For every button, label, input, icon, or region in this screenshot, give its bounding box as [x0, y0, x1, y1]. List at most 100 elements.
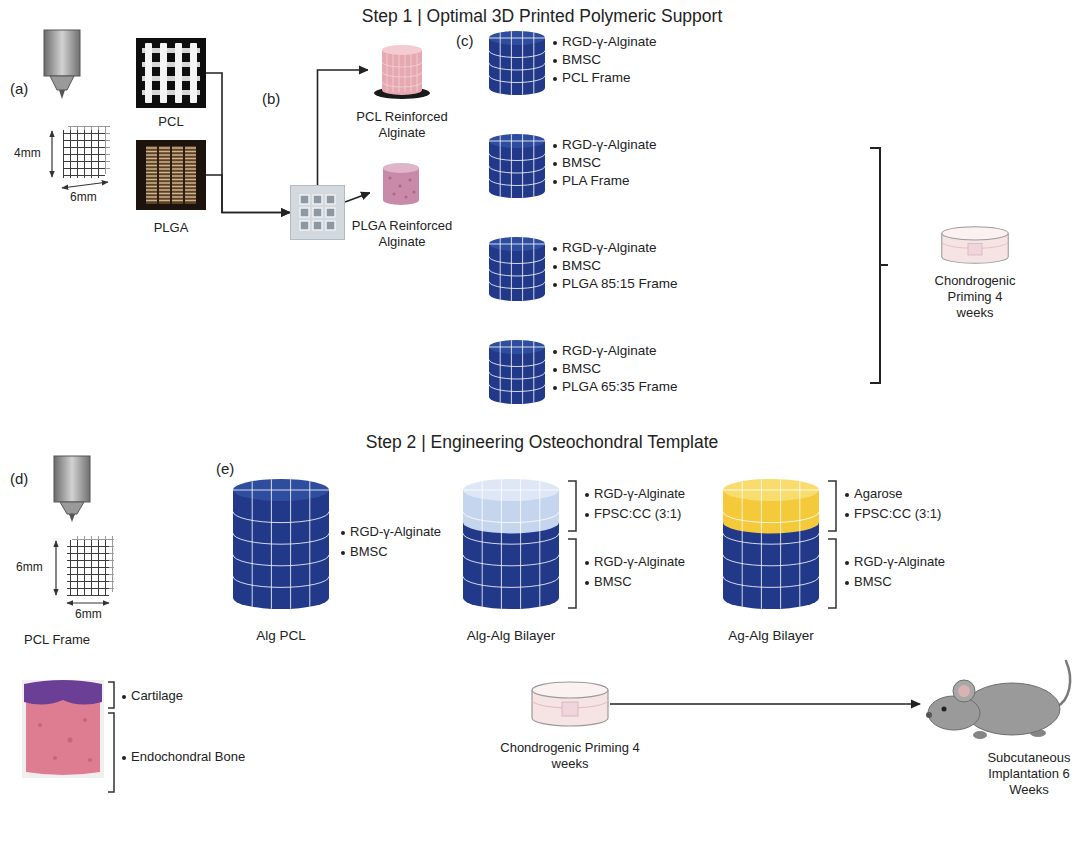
printed-grid	[63, 126, 110, 178]
dimension-label: 6mm	[16, 560, 43, 574]
shape-outline	[530, 680, 610, 728]
bullet-dot	[553, 265, 557, 269]
node-caption: Chondrogenic Priming 4 weeks	[929, 273, 1021, 321]
node-caption: Ag-Alg Bilayer	[722, 628, 820, 644]
layer-bracket	[828, 481, 836, 608]
bullet-text: RGD-γ-Alginate	[562, 137, 657, 153]
bullet-dot	[553, 41, 557, 45]
osteochondral-photo	[22, 680, 104, 778]
culture-dish: Chondrogenic Priming 4 weeks	[495, 680, 645, 780]
bullet-dot	[122, 695, 126, 699]
bullet-text: Agarose	[854, 486, 902, 502]
shape-outline	[488, 30, 546, 96]
bullet-dot	[341, 551, 345, 555]
scaffold-photo: PCL	[135, 38, 209, 138]
cylinder-construct: RGD-γ-AlginateBMSC PLA Frame	[488, 133, 698, 201]
part-label: PCL Frame	[24, 632, 90, 648]
bullet-dot	[845, 561, 849, 565]
bullet-dot	[585, 493, 589, 497]
bullet-text: BMSC	[562, 258, 601, 274]
bullet-dot	[553, 162, 557, 166]
dimension-arrow	[67, 602, 109, 603]
arrow-connector	[206, 73, 290, 213]
bullet-text: BMSC	[562, 52, 601, 68]
panel-letter: (c)	[456, 32, 474, 50]
bullet-text: PLGA 65:35 Frame	[562, 379, 678, 395]
shape-outline	[488, 133, 546, 199]
shape-outline	[232, 478, 330, 610]
layer-bracket	[108, 682, 114, 792]
node-caption: PCL	[135, 114, 207, 130]
dimension-label: 4mm	[14, 146, 41, 160]
bullet-dot	[585, 513, 589, 517]
shape-outline	[368, 36, 436, 104]
bullet-dot	[553, 180, 557, 184]
panel-letter: (d)	[10, 470, 28, 488]
shape-outline	[136, 140, 206, 210]
group-bracket	[870, 148, 888, 383]
node-caption: Subcutaneous Implantation 6 Weeks	[985, 750, 1073, 798]
node-caption: PCL Reinforced Alginate	[350, 109, 454, 141]
shape-outline	[488, 236, 546, 302]
bullet-text: FPSC:CC (3:1)	[854, 506, 941, 522]
shape-outline	[136, 38, 206, 108]
cylinder-construct: RGD-γ-AlginateBMSCPLGA 85:15 Frame	[488, 236, 698, 304]
bullet-dot	[553, 247, 557, 251]
bullet-dot	[553, 386, 557, 390]
shape-outline	[290, 185, 345, 240]
bullet-text: RGD-γ-Alginate	[594, 554, 685, 570]
bullet-text: FPSC:CC (3:1)	[594, 506, 681, 522]
node-caption: (b)	[262, 90, 280, 108]
culture-dish: Chondrogenic Priming 4 weeks	[925, 225, 1025, 330]
bullet-dot	[553, 283, 557, 287]
node-caption: PLGA	[135, 220, 207, 236]
shape-outline	[370, 150, 432, 212]
cylinder-construct: Alg PCLRGD-γ-AlginateBMSC	[232, 478, 444, 647]
bullet-text: PLA Frame	[562, 173, 630, 189]
shape-outline	[462, 478, 560, 610]
arrow-connector	[206, 175, 290, 213]
shape-outline	[920, 655, 1075, 745]
layer-bracket	[568, 481, 576, 608]
bullet-dot	[553, 77, 557, 81]
node-caption: Chondrogenic Priming 4 weeks	[500, 740, 640, 772]
dimension-arrow	[62, 182, 108, 188]
printed-grid	[67, 536, 114, 596]
shape-outline	[940, 225, 1010, 265]
bullet-dot	[122, 756, 126, 760]
bullet-dot	[553, 144, 557, 148]
layer-label: Endochondral Bone	[131, 749, 245, 765]
bullet-text: RGD-γ-Alginate	[562, 343, 657, 359]
bullet-dot	[341, 531, 345, 535]
bullet-text: BMSC	[562, 155, 601, 171]
dimension-arrow	[55, 541, 56, 595]
section-heading: Step 1 | Optimal 3D Printed Polymeric Su…	[0, 6, 1084, 27]
shape-outline	[488, 339, 546, 405]
layer-label: Cartilage	[131, 688, 183, 704]
bullet-text: BMSC	[594, 574, 632, 590]
construct-photo: PCL Reinforced Alginate	[350, 36, 456, 144]
panel-letter: (a)	[10, 80, 28, 98]
bullet-dot	[553, 368, 557, 372]
arrow-connector	[345, 193, 370, 202]
cylinder-construct: RGD-γ-AlginateBMSC PLGA 65:35 Frame	[488, 339, 698, 407]
bullet-dot	[845, 493, 849, 497]
shape-outline	[722, 478, 820, 610]
cylinder-construct: RGD-γ-AlginateBMSCPCL Frame	[488, 30, 698, 98]
node-caption: Alg-Alg Bilayer	[462, 628, 560, 644]
node-caption: PLGA Reinforced Alginate	[345, 218, 459, 250]
printer-head	[44, 30, 80, 99]
arrow-connector	[610, 703, 920, 705]
panel-letter: (e)	[216, 460, 234, 478]
bullet-dot	[585, 581, 589, 585]
bilayer-construct: Ag-Alg BilayerAgaroseFPSC:CC (3:1)RGD-γ-…	[722, 478, 954, 647]
construct-photo: PLGA Reinforced Alginate	[345, 150, 461, 255]
node-caption: Alg PCL	[232, 628, 330, 644]
bullet-dot	[845, 581, 849, 585]
bullet-text: BMSC	[562, 361, 601, 377]
section-heading: Step 2 | Engineering Osteochondral Templ…	[0, 432, 1084, 453]
mouse-implant: Subcutaneous Implantation 6 Weeks	[905, 655, 1077, 800]
scaffold-photo: PLGA	[135, 140, 209, 240]
dimension-arrow	[51, 131, 52, 177]
arrow-connector	[318, 70, 369, 185]
